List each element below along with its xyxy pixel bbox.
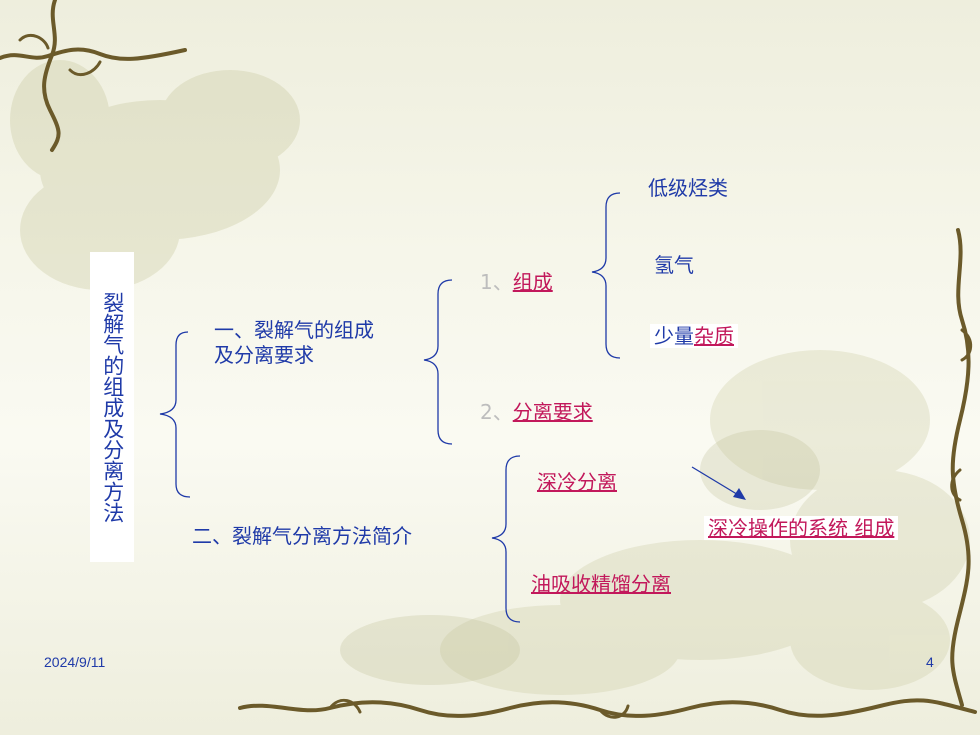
cryogenic-separation-link[interactable]: 深冷分离 bbox=[537, 470, 617, 494]
outline-braces bbox=[159, 192, 621, 623]
slide-number: 4 bbox=[926, 654, 934, 670]
impurities-link[interactable]: 杂质 bbox=[694, 324, 734, 348]
brace-main bbox=[159, 331, 191, 498]
brace-section1 bbox=[423, 279, 453, 445]
vertical-title: 裂解气的组成及分离方法 bbox=[90, 252, 134, 562]
flower-bottom-right-graphic bbox=[440, 350, 970, 695]
component-impurities: 少量杂质 bbox=[650, 324, 738, 348]
flower-top-left-graphic bbox=[10, 60, 300, 290]
sub1-item: 1、组成 bbox=[480, 270, 553, 294]
component-light-hydrocarbons: 低级烃类 bbox=[648, 176, 728, 200]
section1-line1: 一、裂解气的组成 bbox=[214, 318, 374, 342]
vine-top-left-graphic bbox=[0, 0, 187, 152]
section1-line2: 及分离要求 bbox=[214, 343, 314, 367]
brace-section2 bbox=[491, 455, 521, 623]
arrow-icon bbox=[691, 466, 746, 500]
sub1-number: 1、 bbox=[480, 270, 513, 294]
oil-absorption-link[interactable]: 油吸收精馏分离 bbox=[531, 572, 671, 596]
separation-requirements-link[interactable]: 分离要求 bbox=[512, 400, 593, 424]
brace-composition bbox=[591, 192, 621, 359]
vine-right-graphic bbox=[950, 228, 973, 707]
vine-bottom-graphic bbox=[238, 698, 977, 719]
composition-link[interactable]: 组成 bbox=[512, 270, 553, 294]
sub2-item: 2、分离要求 bbox=[480, 400, 593, 424]
sub2-number: 2、 bbox=[480, 400, 513, 424]
slide-date: 2024/9/11 bbox=[44, 654, 106, 670]
component-hydrogen: 氢气 bbox=[654, 253, 694, 277]
cryogenic-system-link[interactable]: 深冷操作的系统 组成 bbox=[704, 516, 899, 540]
component-impurities-prefix: 少量 bbox=[654, 324, 694, 348]
section2-heading: 二、裂解气分离方法简介 bbox=[192, 524, 412, 548]
